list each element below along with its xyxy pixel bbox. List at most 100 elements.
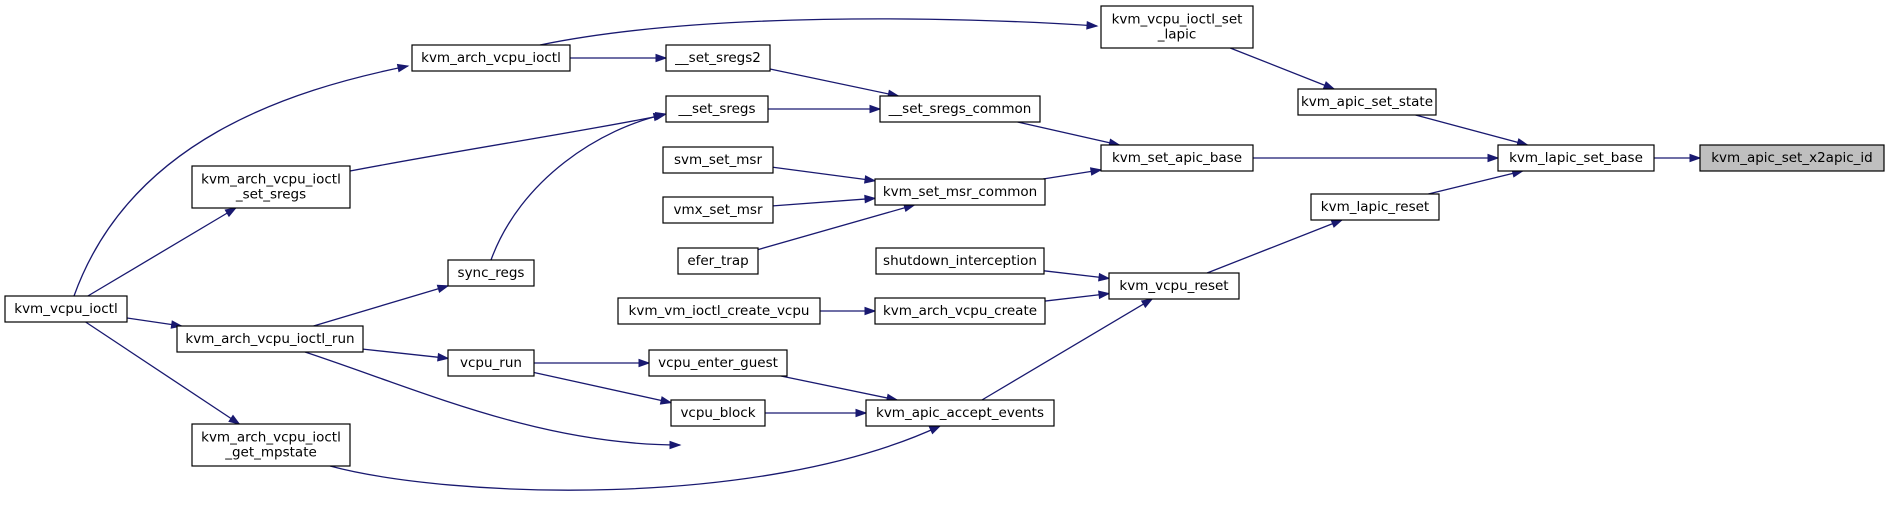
edge-line	[539, 18, 1098, 46]
function-node[interactable]: kvm_lapic_reset	[1310, 193, 1440, 221]
node-box	[677, 247, 759, 275]
node-box	[665, 95, 769, 123]
call-edge	[313, 284, 450, 327]
node-label: kvm_vcpu_reset	[1119, 278, 1228, 294]
arrowhead	[437, 352, 450, 362]
node-label: sync_regs	[458, 265, 525, 281]
function-node[interactable]: kvm_arch_vcpu_ioctl_set_sregs	[191, 165, 351, 209]
edge-line	[329, 425, 941, 491]
node-label: kvm_apic_accept_events	[876, 405, 1044, 421]
node-label: kvm_vcpu_ioctl_set	[1112, 12, 1243, 28]
call-edge	[304, 351, 682, 450]
call-edge	[981, 298, 1154, 401]
call-edge	[349, 112, 666, 172]
function-node[interactable]: __set_sregs2	[665, 44, 771, 72]
arrowhead	[655, 53, 668, 63]
arrowhead	[659, 396, 673, 405]
function-node[interactable]: svm_set_msr	[662, 146, 774, 174]
call-edge	[490, 111, 668, 261]
call-edge	[1043, 270, 1111, 282]
call-edge	[1654, 153, 1702, 163]
edge-line	[1206, 219, 1343, 274]
function-node[interactable]: __set_sregs	[665, 95, 769, 123]
node-label: svm_set_msr	[674, 152, 762, 168]
call-edge	[769, 68, 900, 99]
arrowhead	[1086, 20, 1099, 30]
function-node[interactable]: __set_sregs_common	[879, 95, 1041, 123]
function-node[interactable]: efer_trap	[677, 247, 759, 275]
function-node[interactable]: kvm_set_apic_base	[1100, 144, 1254, 172]
node-box	[4, 295, 128, 323]
function-node[interactable]: kvm_arch_vcpu_ioctl_run	[176, 325, 364, 353]
function-node[interactable]: shutdown_interception	[875, 247, 1045, 275]
call-edge	[570, 53, 668, 63]
function-node[interactable]: kvm_arch_vcpu_create	[874, 297, 1046, 325]
function-nodes: kvm_apic_set_x2apic_id kvm_lapic_set_base…	[4, 5, 1885, 467]
node-box	[1100, 5, 1254, 49]
node-label: kvm_apic_set_state	[1301, 94, 1433, 110]
node-label: kvm_lapic_set_base	[1509, 150, 1643, 166]
function-node[interactable]: kvm_vcpu_ioctl_set_lapic	[1100, 5, 1254, 49]
function-node[interactable]: kvm_arch_vcpu_ioctl	[411, 44, 571, 72]
call-edge	[1206, 219, 1344, 274]
edge-line	[1428, 170, 1523, 195]
arrowhead	[224, 207, 237, 218]
node-label: shutdown_interception	[883, 253, 1037, 269]
function-node[interactable]: kvm_apic_accept_events	[865, 399, 1055, 427]
edge-line	[304, 351, 681, 446]
arrowhead	[1089, 167, 1103, 176]
function-node[interactable]: vcpu_enter_guest	[648, 349, 788, 377]
edge-line	[780, 375, 898, 401]
node-label: kvm_set_msr_common	[883, 184, 1037, 200]
call-edge	[765, 408, 868, 418]
call-edge	[1017, 121, 1121, 147]
arrowhead	[864, 175, 877, 184]
function-node[interactable]: kvm_vm_ioctl_create_vcpu	[617, 297, 821, 325]
edge-line	[362, 348, 449, 359]
function-node[interactable]: kvm_vcpu_reset	[1108, 272, 1240, 300]
node-box	[874, 297, 1046, 325]
edge-line	[490, 113, 667, 261]
node-box	[662, 146, 774, 174]
node-box	[648, 349, 788, 377]
function-node[interactable]: kvm_lapic_set_base	[1497, 144, 1655, 172]
arrowhead	[855, 408, 868, 418]
arrowhead	[1098, 272, 1111, 282]
arrowhead	[654, 111, 668, 121]
node-label: __set_sregs	[677, 101, 755, 117]
edge-line	[757, 204, 915, 251]
node-box	[1108, 272, 1240, 300]
call-edge	[1229, 47, 1336, 90]
function-node[interactable]: vmx_set_msr	[662, 196, 774, 224]
arrowhead	[669, 440, 682, 450]
function-node[interactable]: sync_regs	[447, 259, 535, 287]
arrowhead	[1689, 153, 1702, 163]
node-label: _get_mpstate	[224, 445, 317, 461]
function-node[interactable]: vcpu_block	[670, 399, 766, 427]
call-edge	[126, 317, 184, 329]
node-label: _lapic	[1157, 27, 1197, 43]
edge-line	[772, 166, 876, 182]
node-label: vmx_set_msr	[674, 202, 763, 218]
node-label: vcpu_block	[680, 405, 755, 421]
node-box	[665, 44, 771, 72]
function-node[interactable]: kvm_apic_set_state	[1297, 88, 1437, 116]
function-node[interactable]: vcpu_run	[447, 349, 535, 377]
arrowhead	[928, 425, 942, 435]
call-edge	[534, 358, 651, 368]
call-edge	[329, 425, 942, 491]
node-box	[670, 399, 766, 427]
node-box	[191, 423, 351, 467]
node-box	[875, 247, 1045, 275]
current-function-node[interactable]: kvm_apic_set_x2apic_id	[1699, 144, 1885, 172]
node-label: kvm_set_apic_base	[1112, 150, 1242, 166]
node-box	[191, 165, 351, 209]
function-node[interactable]: kvm_arch_vcpu_ioctl_get_mpstate	[191, 423, 351, 467]
node-label: __set_sregs2	[674, 50, 761, 66]
function-node[interactable]: kvm_set_msr_common	[874, 178, 1046, 206]
function-node[interactable]: kvm_vcpu_ioctl	[4, 295, 128, 323]
node-box	[1699, 144, 1885, 172]
call-edge	[772, 166, 877, 184]
node-label: __set_sregs_common	[888, 101, 1032, 117]
